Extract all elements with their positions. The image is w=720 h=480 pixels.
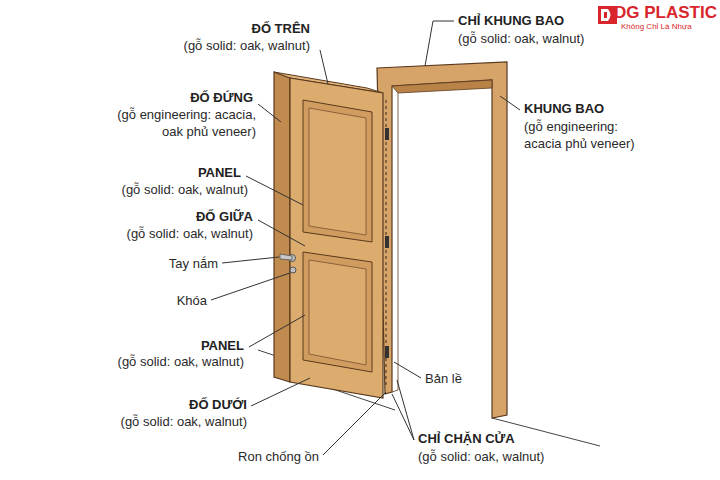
- lower-panel-raise: [309, 260, 366, 365]
- part-name: ĐỐ ĐỨNG: [190, 89, 253, 106]
- brand-slogan: Không Chỉ Là Nhựa: [621, 22, 692, 31]
- material-note: (gỗ solid: oak, walnut): [184, 37, 310, 54]
- material-note: (gỗ engineering: acacia, oak phủ veneer): [106, 106, 256, 140]
- door-stop: [392, 93, 398, 392]
- brand-name: DG PLASTIC: [614, 4, 717, 21]
- lower-panel: [303, 252, 372, 372]
- door-frame: [377, 62, 507, 418]
- material-note: (gỗ solid: oak, walnut): [118, 353, 244, 370]
- material-note: (gỗ solid: oak, walnut): [127, 225, 253, 242]
- part-name: ĐỐ GIỮA: [196, 208, 253, 225]
- part-name: Tay nắm: [169, 255, 218, 272]
- part-name: PANEL: [198, 164, 241, 181]
- part-name: CHỈ KHUNG BAO: [458, 12, 564, 29]
- upper-panel: [303, 100, 372, 242]
- door-lock: [290, 267, 296, 273]
- part-name: Khóa: [177, 292, 207, 309]
- material-note: (gỗ solid: oak, walnut): [121, 413, 247, 430]
- upper-panel-raise: [309, 108, 366, 235]
- part-name: KHUNG BAO: [524, 100, 604, 117]
- leader-lines: [211, 21, 520, 455]
- part-name: ĐỐ DƯỚI: [189, 396, 247, 413]
- part-name: Bản lề: [425, 370, 462, 387]
- door-handle: [280, 254, 292, 260]
- part-name: CHỈ CHẶN CỬA: [418, 430, 515, 447]
- frame-jamb: [392, 80, 492, 93]
- part-name: Ron chống ồn: [238, 448, 319, 465]
- part-name: PANEL: [201, 337, 244, 354]
- material-note: (gỗ engineering: acacia phủ veneer): [524, 118, 659, 152]
- part-name: ĐỐ TRÊN: [252, 20, 311, 37]
- material-note: (gỗ solid: oak, walnut): [458, 30, 584, 47]
- material-note: (gỗ solid: oak, walnut): [122, 181, 248, 198]
- material-note: (gỗ solid: oak, walnut): [418, 448, 544, 465]
- noise-seal: [386, 100, 387, 388]
- door-face: [290, 78, 383, 398]
